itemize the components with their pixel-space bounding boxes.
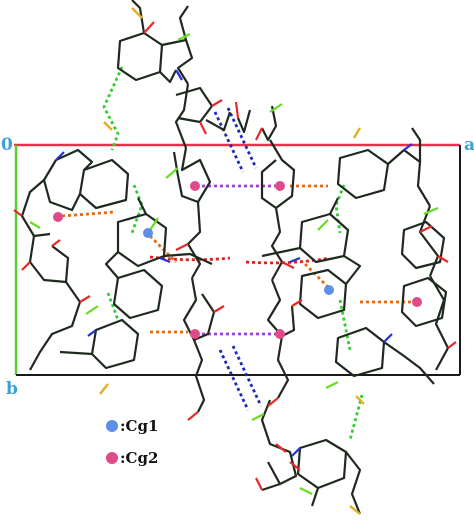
cg1-marker (324, 285, 334, 295)
cg2-marker (412, 297, 422, 307)
green-contacts (102, 66, 364, 441)
cg2-marker (275, 329, 285, 339)
cg2-marker (190, 329, 200, 339)
sulfur-bonds (99, 7, 365, 515)
blue-contacts (213, 107, 263, 411)
red-contacts (149, 255, 331, 265)
cg1-swatch (106, 420, 118, 432)
cg1-markers (143, 228, 334, 295)
molecular-skeleton (20, 0, 450, 515)
orange-contacts (61, 184, 415, 334)
legend-cg2-label: :Cg2 (120, 449, 159, 467)
origin-label: 0 (1, 135, 13, 155)
fluorine-bonds (29, 33, 439, 495)
cg2-marker (53, 212, 63, 222)
axis-a-label: a (464, 135, 474, 155)
axis-b-label: b (6, 379, 18, 399)
legend-cg2: :Cg2 (106, 449, 158, 467)
legend-cg1: :Cg1 (106, 417, 158, 435)
cg2-markers (53, 181, 422, 339)
legend-cg1-label: :Cg1 (120, 417, 159, 435)
cg2-marker (190, 181, 200, 191)
nitrogen-bonds (55, 69, 413, 457)
purple-contacts (196, 184, 278, 336)
cg1-marker (143, 228, 153, 238)
oxygen-bonds (13, 21, 457, 491)
cg2-swatch (106, 452, 118, 464)
cg2-marker (275, 181, 285, 191)
unit-cell (14, 143, 461, 376)
